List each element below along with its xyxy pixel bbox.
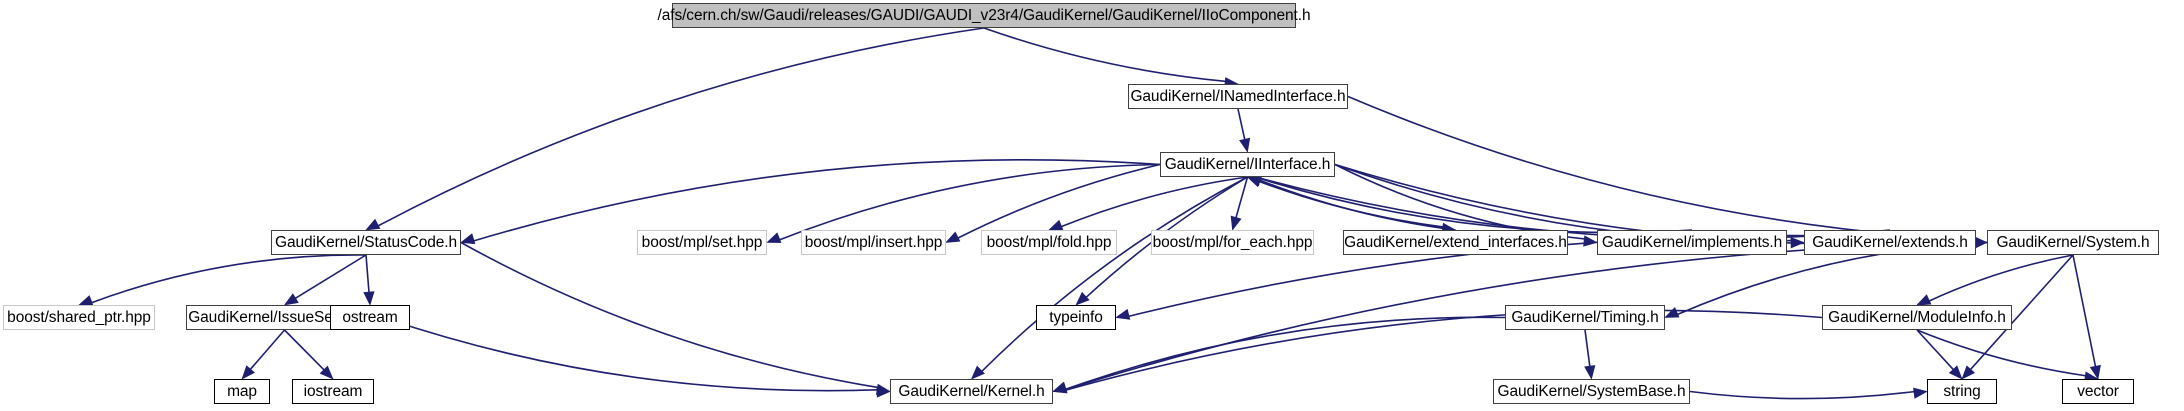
- graph-node-statuscode[interactable]: GaudiKernel/StatusCode.h: [271, 230, 461, 255]
- graph-node-mplforeach[interactable]: boost/mpl/for_each.hpp: [1151, 230, 1314, 255]
- edge-extendifaces-to-iface: [1258, 179, 1456, 231]
- graph-node-mplfold[interactable]: boost/mpl/fold.hpp: [981, 230, 1117, 255]
- edge-statuscode-to-kernel: [460, 241, 879, 389]
- edge-moduleinfo-to-vector: [1916, 329, 2087, 377]
- graph-node-iface[interactable]: GaudiKernel/IInterface.h: [1160, 152, 1335, 177]
- edge-arrowhead: [1583, 235, 1598, 247]
- edge-arrowhead: [1913, 387, 1928, 399]
- edge-statuscode-to-issuesev: [294, 254, 367, 300]
- graph-node-string[interactable]: string: [1927, 379, 1997, 404]
- edge-iface-to-mplforeach: [1235, 176, 1249, 219]
- edge-arrowhead: [876, 386, 891, 398]
- edge-iface-to-mplinsert: [956, 163, 1161, 240]
- edge-arrowhead: [1075, 291, 1090, 306]
- edge-iface-to-statuscode: [472, 159, 1161, 242]
- edge-iface-to-mplset: [778, 163, 1161, 241]
- graph-node-extendifaces[interactable]: GaudiKernel/extend_interfaces.h: [1343, 230, 1568, 255]
- edge-arrowhead: [460, 233, 476, 245]
- edge-arrowhead: [1115, 308, 1131, 320]
- edge-system-to-string: [1969, 254, 2074, 371]
- graph-node-namediface[interactable]: GaudiKernel/INamedInterface.h: [1128, 84, 1348, 109]
- graph-node-root: /afs/cern.ch/sw/Gaudi/releases/GAUDI/GAU…: [658, 3, 1311, 28]
- edge-systembase-to-string: [1689, 390, 1916, 400]
- graph-node-extends[interactable]: GaudiKernel/extends.h: [1804, 230, 1976, 255]
- edge-issuesev-to-iostream: [283, 329, 326, 372]
- graph-node-typeinfo[interactable]: typeinfo: [1036, 305, 1116, 330]
- edge-arrowhead: [1961, 365, 1976, 380]
- edge-statuscode-to-sharedptr: [90, 254, 367, 304]
- edge-arrowhead: [1239, 137, 1251, 153]
- graph-node-mplinsert[interactable]: boost/mpl/insert.hpp: [801, 230, 946, 255]
- edge-arrowhead: [363, 291, 375, 306]
- edge-namediface-to-iface: [1237, 108, 1246, 142]
- graph-node-vector[interactable]: vector: [2062, 379, 2134, 404]
- edge-root-to-statuscode: [377, 27, 985, 227]
- edge-arrowhead: [1052, 382, 1068, 394]
- graph-node-system[interactable]: GaudiKernel/System.h: [1987, 230, 2159, 255]
- edge-system-to-moduleinfo: [1928, 254, 2074, 303]
- edge-implements-to-iface: [1259, 177, 1693, 234]
- graph-node-timing[interactable]: GaudiKernel/Timing.h: [1505, 305, 1665, 330]
- edge-arrowhead: [1048, 219, 1064, 231]
- edge-arrowhead: [1230, 215, 1242, 231]
- graph-node-kernel[interactable]: GaudiKernel/Kernel.h: [890, 379, 1053, 404]
- graph-node-mplset[interactable]: boost/mpl/set.hpp: [637, 230, 767, 255]
- edge-arrowhead: [1584, 365, 1596, 380]
- edge-iface-to-kernel: [980, 176, 1248, 373]
- edge-root-to-namediface: [983, 27, 1227, 83]
- edge-moduleinfo-to-kernel: [1064, 309, 1823, 392]
- edge-system-to-vector: [2072, 254, 2097, 368]
- edge-moduleinfo-to-string: [1916, 329, 1955, 371]
- edge-timing-to-systembase: [1584, 329, 1591, 368]
- graph-node-moduleinfo[interactable]: GaudiKernel/ModuleInfo.h: [1822, 305, 2012, 330]
- graph-node-map[interactable]: map: [214, 379, 270, 404]
- edge-arrowhead: [970, 365, 985, 380]
- edge-statuscode-to-ostream: [365, 254, 370, 294]
- edge-extends-to-iface: [1259, 177, 1891, 240]
- edge-arrowhead: [945, 231, 961, 243]
- graph-node-sharedptr[interactable]: boost/shared_ptr.hpp: [3, 305, 155, 330]
- edge-iface-to-mplfold: [1060, 176, 1248, 228]
- edge-arrowhead: [283, 293, 299, 306]
- edge-namediface-to-system: [1347, 95, 1976, 241]
- edge-timing-to-kernel: [1064, 316, 1506, 391]
- edge-arrowhead: [319, 365, 334, 380]
- graph-node-systembase[interactable]: GaudiKernel/SystemBase.h: [1493, 379, 1690, 404]
- edge-issuesev-to-map: [249, 329, 286, 371]
- graph-node-implements[interactable]: GaudiKernel/implements.h: [1597, 230, 1787, 255]
- graph-node-iostream[interactable]: iostream: [292, 379, 374, 404]
- edge-arrowhead: [365, 218, 381, 231]
- graph-node-ostream[interactable]: ostream: [330, 305, 410, 330]
- edge-arrowhead: [1916, 294, 1932, 306]
- edge-arrowhead: [2089, 364, 2101, 380]
- edge-arrowhead: [1664, 307, 1680, 318]
- edge-issuesev-to-kernel: [382, 316, 879, 392]
- edge-arrowhead: [1948, 365, 1963, 380]
- edge-arrowhead: [78, 295, 94, 306]
- edge-arrowhead: [241, 365, 255, 380]
- edge-arrowhead: [766, 232, 782, 243]
